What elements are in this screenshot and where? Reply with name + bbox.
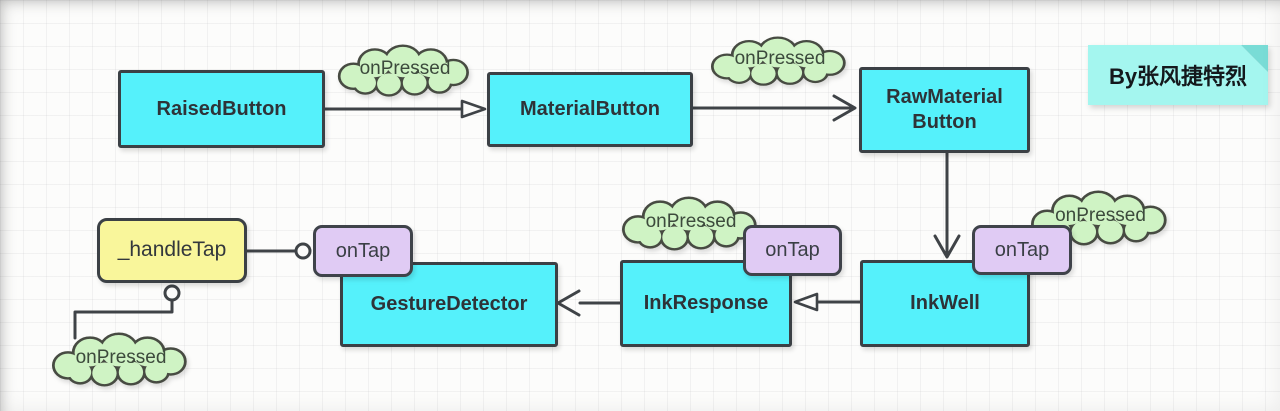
cloud-label: onPressed	[75, 346, 167, 368]
node-label: InkResponse	[643, 292, 769, 314]
node-label: RaisedButton	[156, 97, 287, 120]
node-label: GestureDetector	[370, 293, 528, 315]
node-label: _handleTap	[117, 238, 227, 262]
arrowhead-chevron-inkwell	[933, 234, 961, 259]
cloud-onpressed-handletap: onPressed	[47, 332, 195, 389]
circle-terminal-ontap	[294, 242, 312, 260]
node-label: InkWell	[910, 292, 980, 314]
arrowhead-chevron-raw	[832, 94, 857, 122]
arrowhead-hollow-triangle-inkresponse	[793, 292, 819, 312]
arrowhead-hollow-triangle-material	[460, 99, 487, 119]
edge-handletap-to-onpressed-cloud	[73, 298, 174, 340]
cloud-onpressed-raised: onPressed	[333, 44, 477, 99]
node-rawmaterialbutton: RawMaterial Button	[859, 67, 1030, 153]
author-note-label: By张风捷特烈	[1088, 45, 1268, 105]
cloud-label: onPressed	[359, 57, 451, 79]
cloud-onpressed-material: onPressed	[706, 36, 854, 88]
cloud-onpressed-inkwell: onPressed	[1026, 190, 1175, 248]
tag-label: onTap	[335, 239, 391, 262]
node-label: MaterialButton	[520, 98, 660, 120]
tag-ontap-gesturedetector: onTap	[313, 225, 413, 277]
node-label: RawMaterial Button	[886, 86, 1003, 133]
tag-ontap-inkwell: onTap	[972, 225, 1072, 275]
cloud-label: onPressed	[645, 210, 737, 232]
cloud-label: onPressed	[1055, 205, 1146, 227]
circle-terminal-handletap	[163, 284, 181, 302]
node-handletap: _handleTap	[97, 218, 247, 283]
author-note: By张风捷特烈	[1088, 45, 1268, 105]
arrowhead-chevron-gesture	[556, 289, 581, 317]
node-materialbutton: MaterialButton	[487, 72, 693, 147]
cloud-onpressed-inkresponse: onPressed	[617, 196, 765, 253]
tag-ontap-inkresponse: onTap	[743, 225, 842, 276]
node-raisedbutton: RaisedButton	[118, 70, 325, 148]
tag-label: onTap	[765, 239, 820, 261]
cloud-label: onPressed	[734, 48, 826, 70]
tag-label: onTap	[994, 238, 1050, 261]
